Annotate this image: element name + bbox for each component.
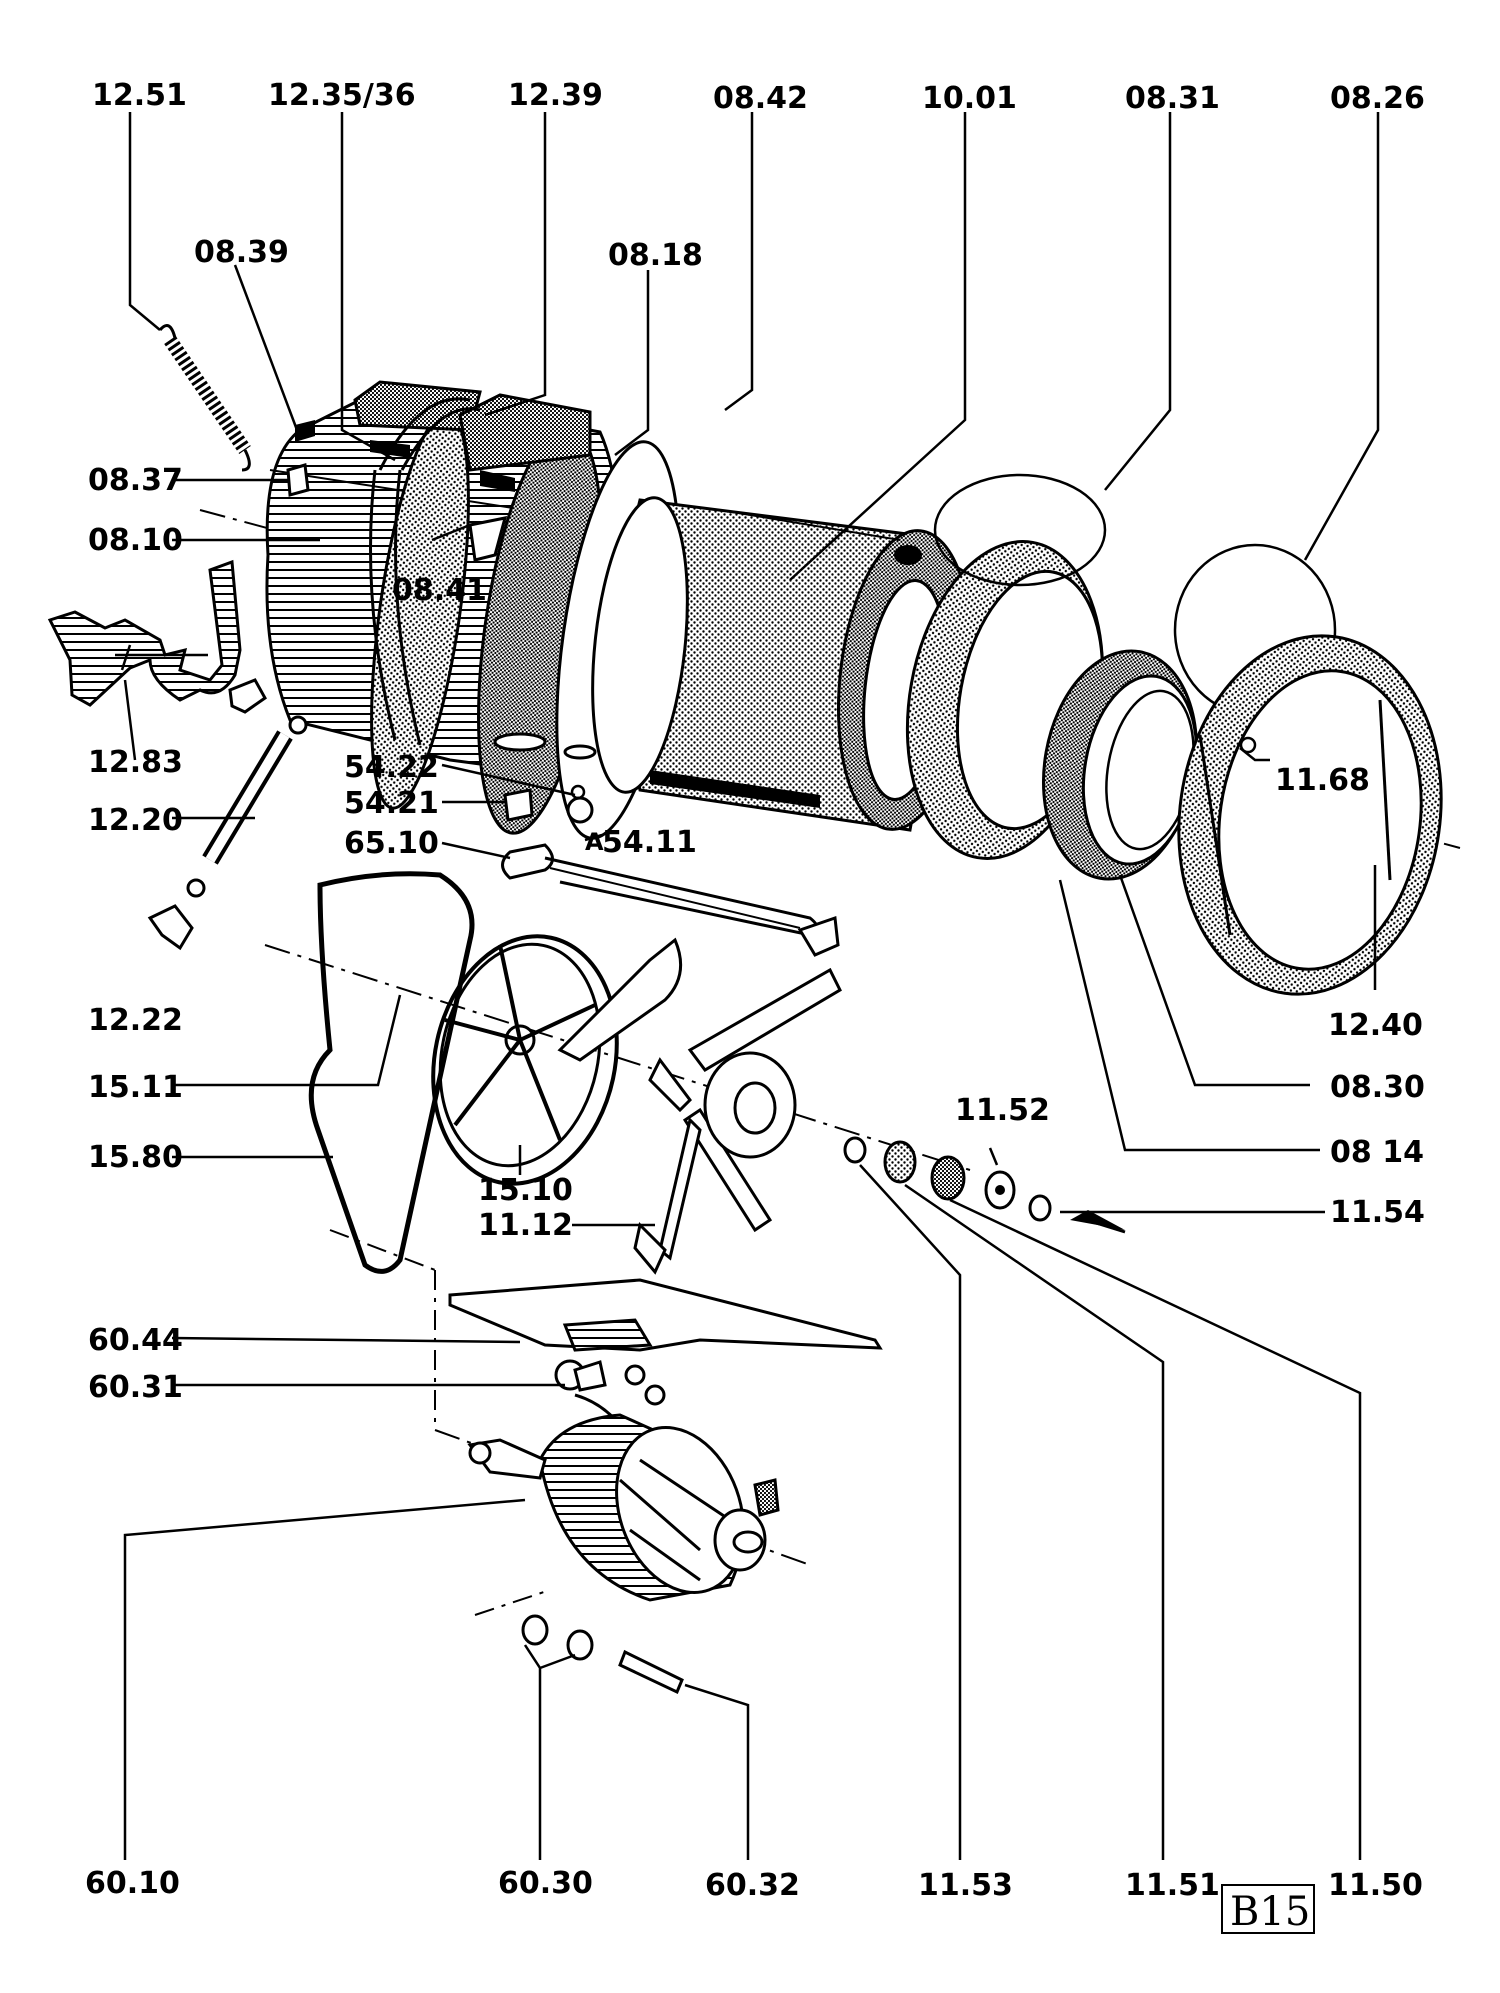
label-10-01: 10.01 bbox=[922, 81, 1017, 116]
suspension-bracket bbox=[47, 559, 242, 707]
label-08-31: 08.31 bbox=[1125, 81, 1220, 116]
pressure-switch bbox=[503, 788, 534, 822]
label-08-18: 08.18 bbox=[608, 238, 703, 273]
label-11-53: 11.53 bbox=[918, 1868, 1013, 1903]
clamp-ring bbox=[933, 473, 1107, 587]
label-11-68: 11.68 bbox=[1275, 763, 1370, 798]
label-08-10: 08.10 bbox=[88, 523, 183, 558]
label-12-35-36: 12.35/36 bbox=[268, 78, 416, 113]
label-08-26: 08.26 bbox=[1330, 81, 1425, 116]
label-60-32: 60.32 bbox=[705, 1868, 800, 1903]
hose-connector bbox=[566, 796, 594, 824]
label-12-20: 12.20 bbox=[88, 803, 183, 838]
label-11-52: 11.52 bbox=[955, 1093, 1050, 1128]
label-15-11: 15.11 bbox=[88, 1070, 183, 1105]
front-frame bbox=[1177, 634, 1443, 996]
bracket-08-39 bbox=[295, 420, 315, 442]
leader-lines bbox=[115, 112, 1380, 1860]
label-12-51: 12.51 bbox=[92, 78, 187, 113]
label-15-10: 15.10 bbox=[478, 1173, 573, 1208]
motor-bracket-plate bbox=[448, 1278, 883, 1352]
label-08-39: 08.39 bbox=[194, 235, 289, 270]
label-08-37: 08.37 bbox=[88, 463, 183, 498]
label-54-11: 54.11 bbox=[602, 825, 697, 860]
circlip bbox=[843, 1136, 867, 1164]
label-60-30: 60.30 bbox=[498, 1866, 593, 1901]
bush-60-30-a bbox=[521, 1614, 549, 1646]
label-15-80: 15.80 bbox=[88, 1140, 183, 1175]
tub-spring bbox=[158, 324, 251, 472]
label-08-30: 08.30 bbox=[1330, 1070, 1425, 1105]
motor-bolt-60-31 bbox=[573, 1360, 607, 1392]
label-60-10: 60.10 bbox=[85, 1866, 180, 1901]
drum-pulley bbox=[431, 934, 619, 1186]
label-54-21: 54.21 bbox=[344, 786, 439, 821]
label-12-39: 12.39 bbox=[508, 78, 603, 113]
label-A: A bbox=[585, 828, 604, 856]
label-11-54: 11.54 bbox=[1330, 1195, 1425, 1230]
sleeve-60-32 bbox=[618, 1649, 684, 1695]
label-12-40: 12.40 bbox=[1328, 1008, 1423, 1043]
label-11-12: 11.12 bbox=[478, 1208, 573, 1243]
drive-belt bbox=[308, 871, 475, 1274]
bush-60-30-b bbox=[566, 1629, 594, 1661]
label-12-83: 12.83 bbox=[88, 745, 183, 780]
label-60-31: 60.31 bbox=[88, 1370, 183, 1405]
label-08-14: 08 14 bbox=[1330, 1135, 1424, 1170]
bearing-small bbox=[883, 1140, 917, 1184]
drive-motor bbox=[467, 1359, 780, 1602]
label-65-10: 65.10 bbox=[344, 826, 439, 861]
label-08-41: 08.41 bbox=[392, 573, 487, 608]
page-code-box bbox=[1221, 1884, 1315, 1934]
label-60-44: 60.44 bbox=[88, 1323, 183, 1358]
washer bbox=[1028, 1194, 1052, 1222]
bracket-12-22 bbox=[147, 904, 194, 951]
clip-08-41 bbox=[468, 516, 508, 562]
label-12-22: 12.22 bbox=[88, 1003, 183, 1038]
bearing-large bbox=[930, 1155, 966, 1201]
label-11-50: 11.50 bbox=[1328, 1868, 1423, 1903]
page-code: B15 bbox=[1230, 1889, 1310, 1935]
shock-absorber bbox=[186, 715, 308, 898]
part-labels: 12.51 12.35/36 12.39 08.42 10.01 08.31 0… bbox=[85, 78, 1425, 1903]
label-08-42: 08.42 bbox=[713, 81, 808, 116]
label-11-51: 11.51 bbox=[1125, 1868, 1220, 1903]
drum-spider bbox=[557, 915, 842, 1275]
bracket-08-37 bbox=[286, 463, 310, 497]
label-54-22: 54.22 bbox=[344, 750, 439, 785]
door-gasket bbox=[905, 540, 1199, 881]
